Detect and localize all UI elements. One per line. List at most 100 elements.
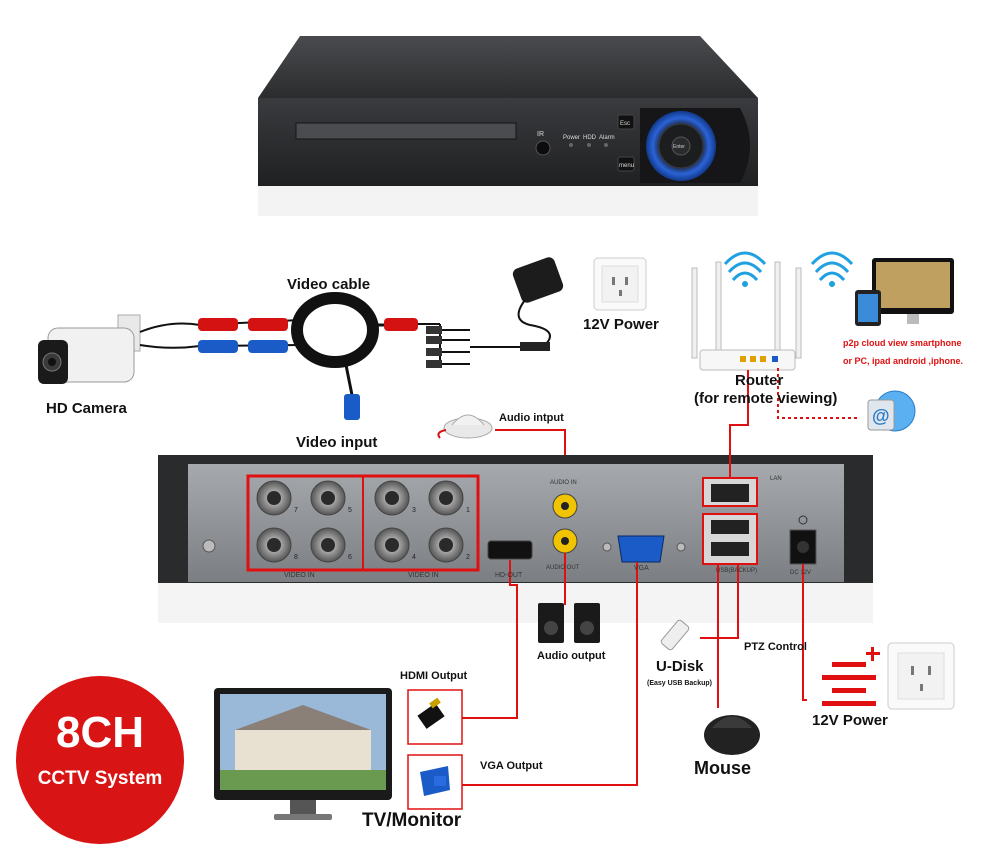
dvr-display-slot (295, 122, 517, 140)
esc-label: Esc (620, 121, 630, 127)
power-adapter-icon (512, 257, 564, 351)
dvr-reflection (258, 186, 758, 216)
monitor-device-icon (872, 258, 954, 324)
mouse-label: Mouse (694, 758, 752, 778)
audio-in-port[interactable] (552, 493, 578, 519)
bnc-port-number: 2 (466, 554, 470, 561)
splitter-plug-icon (426, 336, 442, 344)
audio-out-port[interactable] (552, 528, 578, 554)
bnc-video-in-port[interactable] (374, 480, 410, 516)
hdd-led-icon (587, 143, 591, 147)
vga-output-wire (462, 562, 638, 786)
vga-cable-icon (407, 754, 463, 810)
dvr-top-surface (258, 36, 758, 98)
bnc-connector-blue-icon (248, 340, 288, 353)
bnc-video-in-port[interactable] (428, 527, 464, 563)
power-bottom-label: 12V Power (812, 712, 888, 729)
microphone-icon (437, 414, 493, 439)
ptz-control-label: PTZ Control (744, 641, 807, 653)
power-connector-red-icon (384, 318, 418, 331)
dc-power-wire (802, 564, 807, 701)
lan-label: LAN (770, 476, 782, 482)
wall-socket-icon (887, 642, 955, 710)
power-connector-red-icon (248, 318, 288, 331)
usb-label: USB(BACKUP) (716, 568, 758, 574)
router-sublabel: (for remote viewing) (694, 390, 838, 407)
bnc-port-number: 1 (466, 507, 470, 514)
p2p-line-2: or PC, ipad android ,iphone. (843, 356, 964, 366)
lan-port[interactable] (702, 477, 758, 507)
router-icon (691, 261, 802, 371)
wifi-icon (723, 251, 767, 287)
video-cable-wires (139, 292, 540, 420)
bnc-video-in-port[interactable] (256, 527, 292, 563)
lan-router-wire (729, 370, 749, 478)
dc-polarity-symbol-icon (822, 647, 880, 706)
video-cable-label: Video cable (287, 276, 371, 293)
bnc-video-in-port[interactable] (310, 527, 346, 563)
bnc-connector-blue-icon (198, 340, 238, 353)
power-top-label: 12V Power (583, 316, 659, 333)
splitter-plug-icon (426, 348, 442, 356)
hdmi-cable-icon (407, 689, 463, 745)
bnc-port-number: 7 (294, 507, 298, 514)
video-input-label: Video input (296, 434, 378, 451)
vga-label: VGA (634, 565, 649, 572)
audio-in-label: AUDIO IN (550, 480, 577, 486)
smartphone-icon (855, 290, 881, 326)
router-internet-link (777, 368, 858, 419)
usb-disk-icon (660, 619, 690, 651)
bnc-port-number: 8 (294, 554, 298, 561)
bnc-video-in-port[interactable] (374, 527, 410, 563)
internet-globe-icon: @ (867, 390, 916, 432)
usb-ports[interactable] (702, 513, 758, 565)
p2p-line-1: p2p cloud view smartphone (843, 338, 962, 348)
hd-camera-icon (38, 314, 141, 384)
badge-subtitle: CCTV System (37, 768, 163, 789)
bnc-port-number: 6 (348, 554, 352, 561)
dvr-front-unit (258, 36, 758, 216)
alarm-led-icon (604, 143, 608, 147)
splitter-plug-icon (426, 360, 442, 368)
enter-button[interactable] (671, 136, 691, 156)
bnc-video-in-port[interactable] (428, 480, 464, 516)
usb-udisk-wire (700, 565, 739, 639)
bnc-port-number: 4 (412, 554, 416, 561)
screw-icon (602, 542, 612, 552)
video-in-right-label: VIDEO IN (408, 572, 439, 579)
menu-label: menu (619, 163, 634, 169)
hdd-led-label: HDD (583, 135, 597, 141)
ir-label: IR (537, 131, 544, 138)
audio-output-label: Audio output (537, 650, 606, 662)
tv-monitor-icon (214, 688, 392, 820)
svg-text:@: @ (872, 406, 890, 426)
hdmi-output-label: HDMI Output (400, 670, 468, 682)
bnc-video-in-port[interactable] (310, 480, 346, 516)
alarm-led-label: Alarm (599, 135, 615, 141)
video-in-left-label: VIDEO IN (284, 572, 315, 579)
wall-socket-icon (593, 257, 647, 311)
dc-power-port[interactable] (789, 529, 817, 565)
splitter-plug-icon (426, 326, 442, 334)
dc-polarity-icon (798, 515, 808, 525)
wifi-icon (810, 251, 854, 287)
menu-button[interactable] (617, 156, 635, 172)
audio-input-label: Audio intput (499, 412, 564, 424)
audio-out-label: AUDIO OUT (546, 565, 580, 571)
cctv-badge: 8CH CCTV System (16, 676, 184, 844)
ground-screw-icon (202, 539, 216, 553)
vga-port[interactable] (617, 535, 665, 563)
router-label: Router (735, 372, 784, 389)
hd-out-label: HD-OUT (495, 572, 523, 579)
u-disk-sublabel: (Easy USB Backup) (647, 680, 712, 687)
hdmi-output-wire (462, 560, 518, 719)
tv-monitor-label: TV/Monitor (362, 810, 462, 831)
esc-button[interactable] (617, 114, 635, 130)
vga-output-label: VGA Output (480, 760, 543, 772)
mouse-icon (704, 715, 760, 755)
hdmi-port[interactable] (487, 540, 533, 560)
bnc-video-in-port[interactable] (256, 480, 292, 516)
cable-coil-icon (291, 292, 379, 368)
